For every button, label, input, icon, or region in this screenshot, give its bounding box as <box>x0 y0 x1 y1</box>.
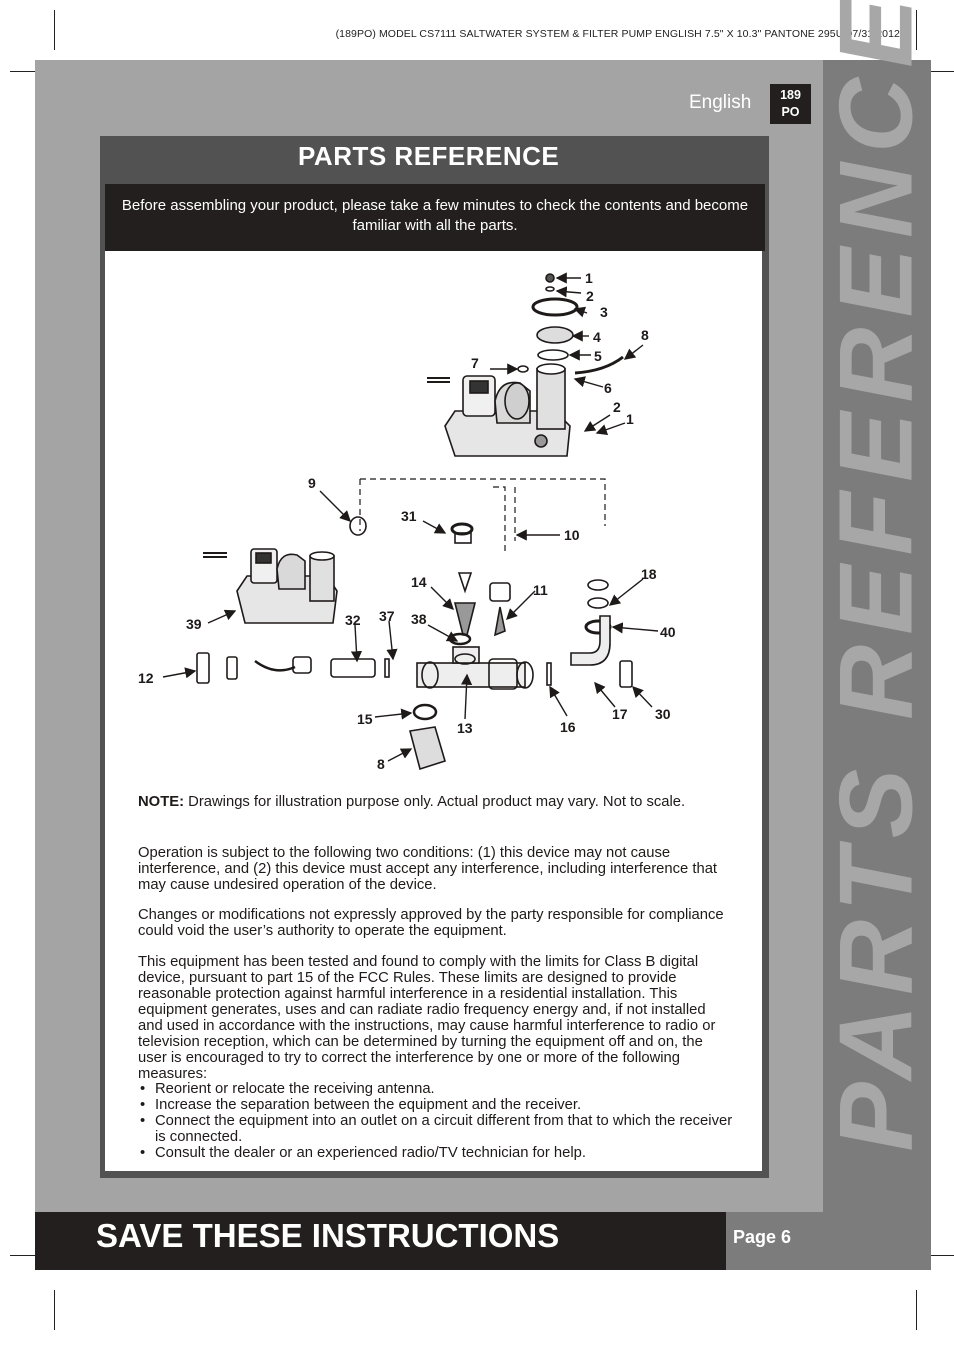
page-number: Page 6 <box>733 1227 792 1247</box>
sensor-part <box>457 572 473 594</box>
part-number: 6 <box>604 380 612 396</box>
part-number: 9 <box>308 475 316 491</box>
badge-line-1: 189 <box>780 88 801 102</box>
pipe-cap-part <box>489 582 511 602</box>
tee-assembly <box>416 632 534 690</box>
part-number: 32 <box>345 612 361 628</box>
valve-cap-part <box>349 516 367 536</box>
hose-part <box>574 355 624 375</box>
part-number: 10 <box>564 527 580 543</box>
part-number: 1 <box>626 411 634 427</box>
part-number: 4 <box>593 329 601 345</box>
part-number: 7 <box>471 355 479 371</box>
air-release-valve <box>517 365 529 373</box>
part-number: 30 <box>655 706 671 722</box>
crop-mark <box>920 1255 954 1256</box>
seal-ring-part <box>537 349 569 361</box>
part-number: 37 <box>379 608 395 624</box>
page-code-badge: 189 PO <box>770 84 811 124</box>
nut-part <box>450 522 474 536</box>
part-number: 1 <box>585 270 593 286</box>
crop-mark <box>916 10 917 50</box>
part-number: 8 <box>641 327 649 343</box>
part-number: 15 <box>357 711 373 727</box>
badge-line-2: PO <box>781 105 800 119</box>
side-title: PARTS REFERENCE <box>818 0 935 1152</box>
side-band <box>823 60 931 1270</box>
part-number: 3 <box>600 304 608 320</box>
crop-mark <box>920 71 954 72</box>
part-number: 16 <box>560 719 576 735</box>
part-number: 39 <box>186 616 202 632</box>
section-title: PARTS REFERENCE <box>298 141 560 171</box>
note-text: Drawings for illustration purpose only. … <box>184 794 686 810</box>
part-number: 8 <box>377 756 385 772</box>
footer-title: SAVE THESE INSTRUCTIONS <box>96 1217 560 1254</box>
intro-text: Before assembling your product, please t… <box>105 184 765 251</box>
crop-mark <box>10 71 46 72</box>
elbow-part <box>570 615 611 666</box>
list-item: Reorient or relocate the receiving anten… <box>138 1081 738 1097</box>
list-item: Increase the separation between the equi… <box>138 1097 738 1113</box>
part-number: 13 <box>457 720 473 736</box>
hose-adapter-part <box>619 660 633 688</box>
cap-part <box>545 273 555 283</box>
footer-bar <box>35 1212 726 1270</box>
fcc-paragraph-3: This equipment has been tested and found… <box>138 954 716 1082</box>
print-header: (189PO) MODEL CS7111 SALTWATER SYSTEM & … <box>335 28 900 40</box>
part-number: 11 <box>533 582 548 598</box>
fcc-paragraph-2: Changes or modifications not expressly a… <box>138 907 724 939</box>
part-number: 2 <box>586 288 594 304</box>
part-number: 14 <box>411 574 427 590</box>
part-number: 17 <box>612 706 628 722</box>
part-number: 31 <box>401 508 417 524</box>
lock-ring-part <box>531 297 579 317</box>
pump-unit-top <box>427 363 571 457</box>
language-label: English <box>689 92 752 113</box>
part-number: 2 <box>613 399 621 415</box>
crop-mark <box>54 10 55 50</box>
part-number: 18 <box>641 566 657 582</box>
electrode-part <box>330 658 376 678</box>
list-item: Connect the equipment into an outlet on … <box>138 1113 738 1145</box>
crop-mark <box>54 1290 55 1330</box>
crop-mark <box>10 1255 46 1256</box>
hose-nut-part <box>196 652 210 684</box>
part-number: 40 <box>660 624 676 640</box>
note-paragraph: NOTE: Drawings for illustration purpose … <box>138 794 728 810</box>
hose-part-lower <box>409 726 446 771</box>
content-area <box>105 251 762 1171</box>
fcc-paragraph-1: Operation is subject to the following tw… <box>138 845 718 893</box>
o-ring-part <box>545 286 555 292</box>
part-number: 12 <box>138 670 154 686</box>
measures-list: Reorient or relocate the receiving anten… <box>138 1081 738 1161</box>
parts-diagram: 1 2 3 4 5 8 7 6 2 1 9 31 10 18 14 11 39 … <box>138 270 676 772</box>
pump-unit-small <box>203 548 338 624</box>
part-number: 38 <box>411 611 427 627</box>
part-number: 5 <box>594 348 602 364</box>
note-label: NOTE: <box>138 794 185 810</box>
filter-cover-part <box>536 326 574 344</box>
crop-mark <box>916 1290 917 1330</box>
page-number-box <box>726 1212 823 1270</box>
gasket-part <box>412 703 438 721</box>
list-item: Consult the dealer or an experienced rad… <box>138 1145 738 1161</box>
